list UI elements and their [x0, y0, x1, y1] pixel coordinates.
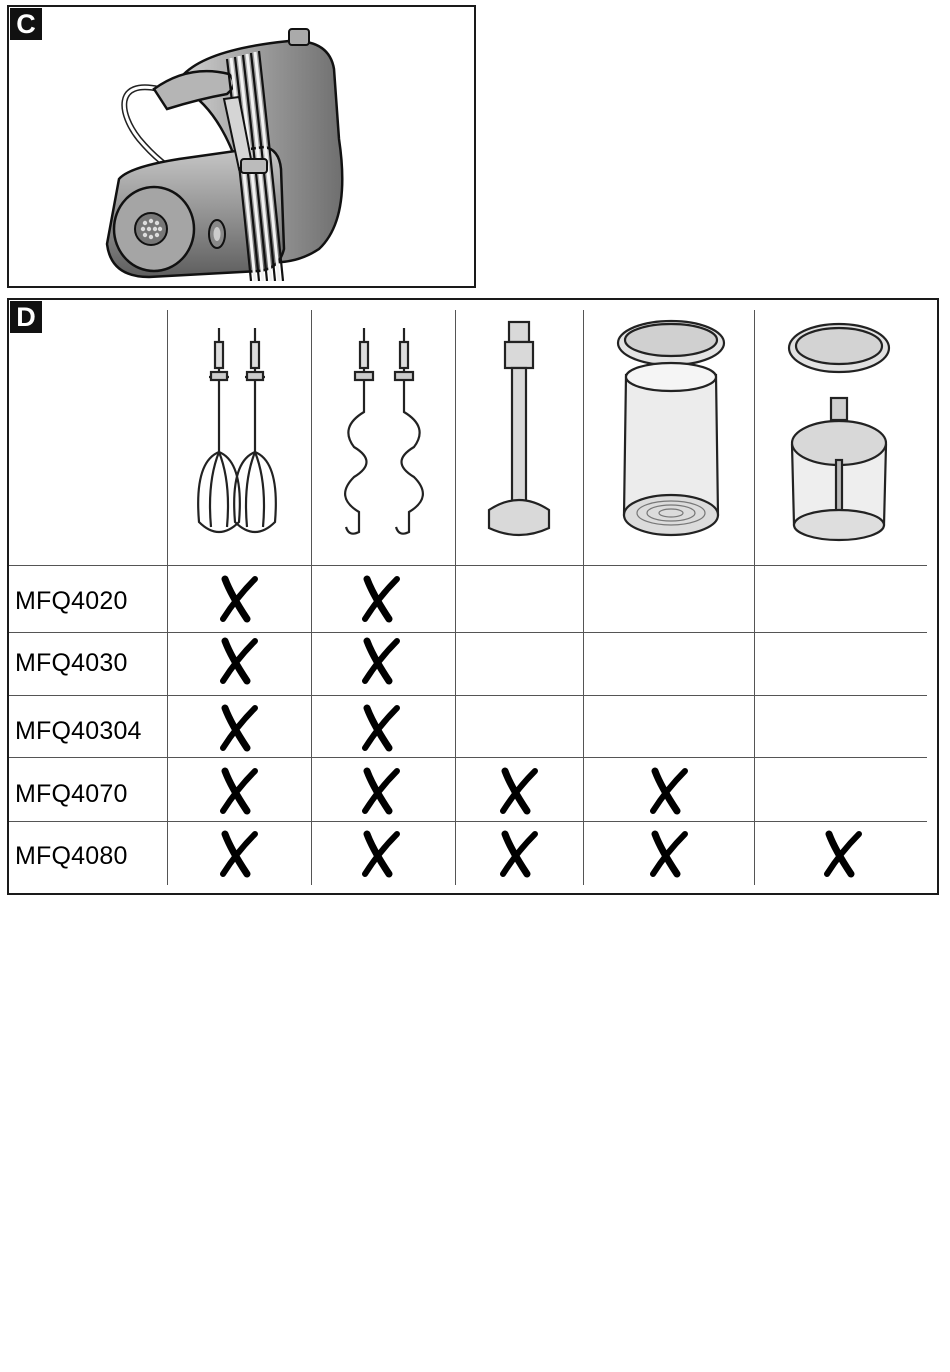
x-mark-icon [217, 767, 261, 815]
x-mark-icon [359, 830, 403, 878]
x-mark-icon [647, 767, 691, 815]
blender-foot-icon [479, 320, 559, 548]
row-divider [9, 565, 927, 566]
dough-hooks-icon [334, 322, 434, 546]
x-mark-icon [359, 637, 403, 685]
panel-d: D [7, 298, 939, 895]
whisk-beaters-icon [189, 322, 289, 546]
x-mark-icon [497, 830, 541, 878]
model-label-mfq40304: MFQ40304 [15, 716, 142, 746]
x-mark-icon [217, 704, 261, 752]
column-divider [455, 310, 456, 885]
x-mark-icon [359, 767, 403, 815]
x-mark-icon [359, 704, 403, 752]
model-label-mfq4030: MFQ4030 [15, 648, 128, 678]
column-divider [754, 310, 755, 885]
x-mark-icon [217, 637, 261, 685]
model-label-mfq4080: MFQ4080 [15, 841, 128, 871]
x-mark-icon [359, 575, 403, 623]
panel-c-label: C [10, 8, 42, 40]
row-divider [9, 695, 927, 696]
row-divider [9, 757, 927, 758]
column-divider [311, 310, 312, 885]
hand-mixer-stored-icon [89, 19, 389, 281]
x-mark-icon [647, 830, 691, 878]
panel-c: C [7, 5, 476, 288]
row-divider [9, 632, 927, 633]
row-divider [9, 821, 927, 822]
x-mark-icon [217, 830, 261, 878]
blender-jug-icon [614, 315, 728, 550]
column-divider [167, 310, 168, 885]
model-label-mfq4020: MFQ4020 [15, 586, 128, 616]
model-label-mfq4070: MFQ4070 [15, 779, 128, 809]
x-mark-icon [821, 830, 865, 878]
chopper-attachment-icon [784, 320, 894, 548]
panel-d-label: D [10, 301, 42, 333]
column-divider [583, 310, 584, 885]
x-mark-icon [217, 575, 261, 623]
x-mark-icon [497, 767, 541, 815]
